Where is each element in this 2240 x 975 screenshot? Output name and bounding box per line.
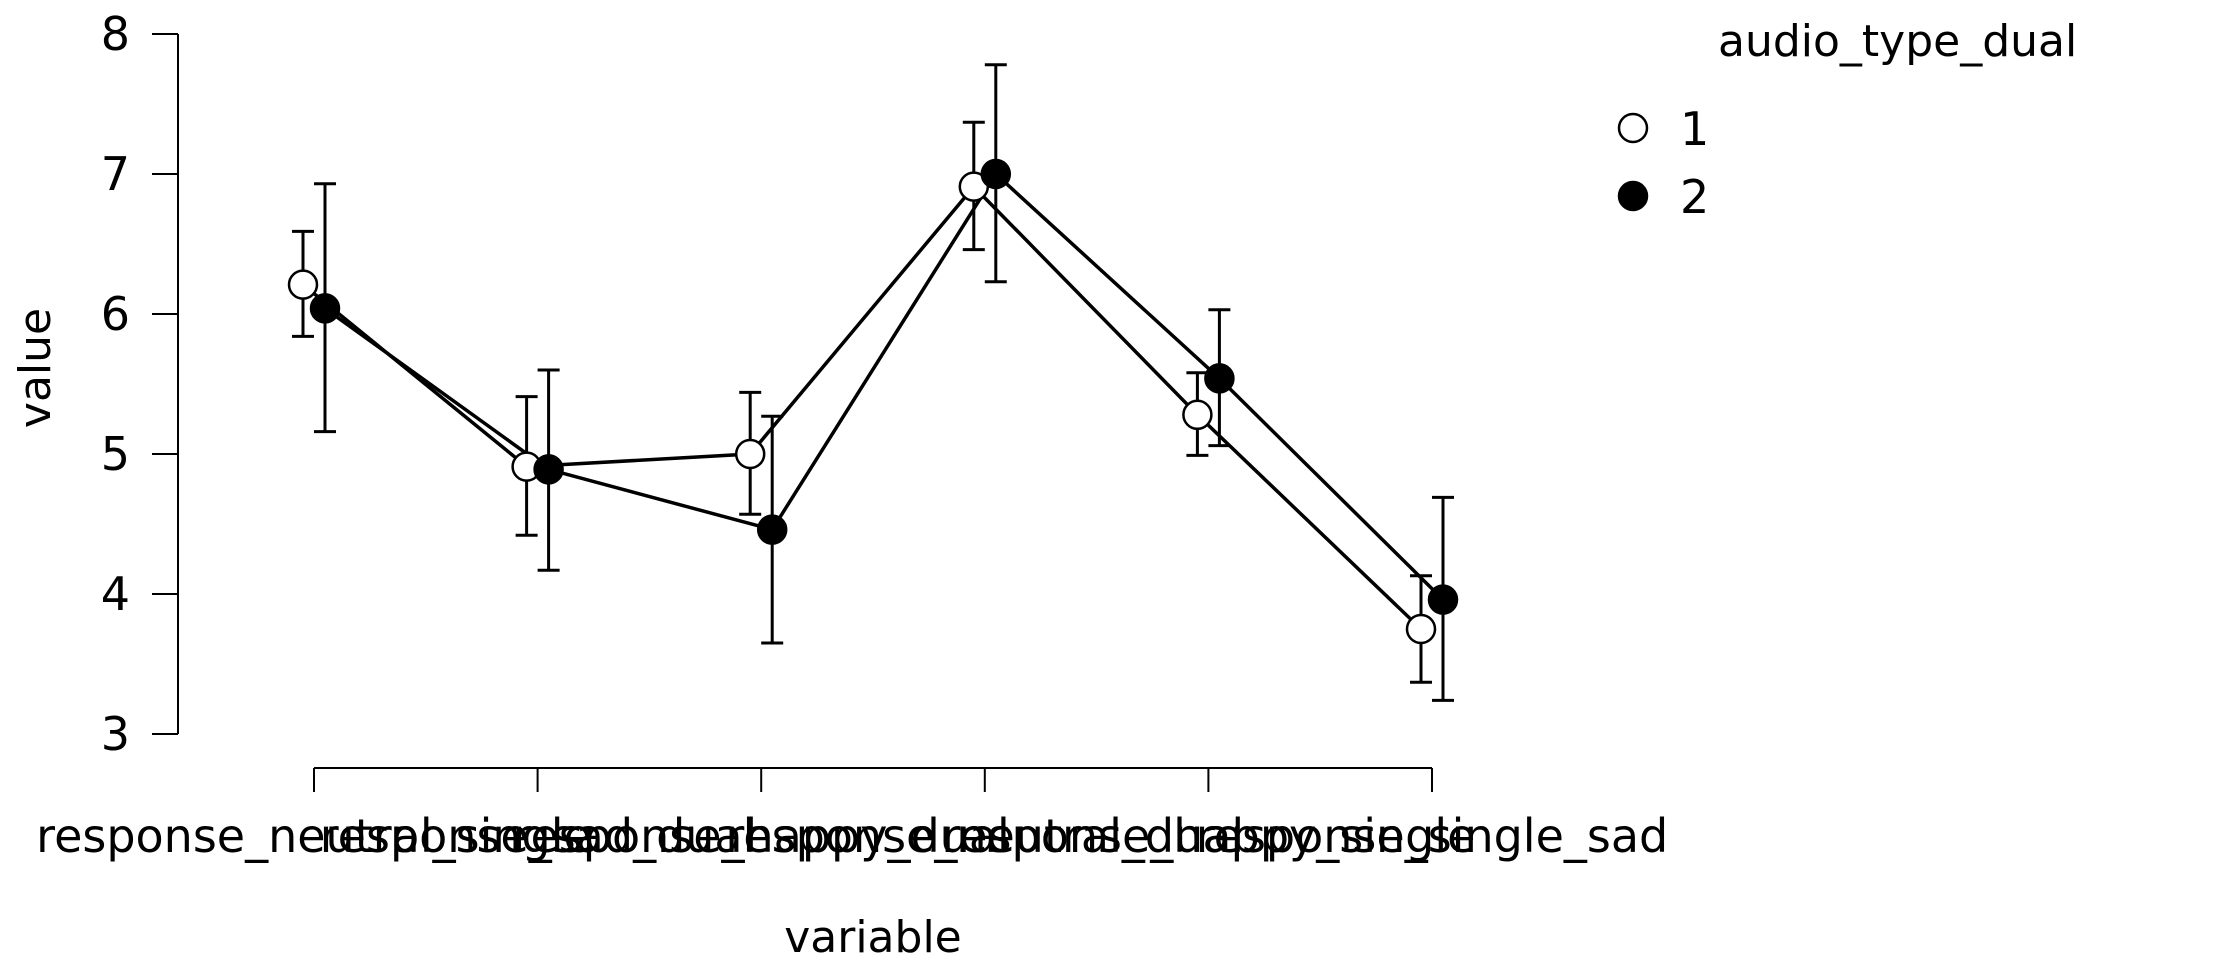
data-point — [1427, 584, 1459, 615]
series-2 — [314, 63, 1454, 702]
y-tick-label: 3 — [101, 707, 130, 761]
legend-marker — [1617, 112, 1649, 144]
x-axis: response_neutral_singleresponse_sad_dual… — [36, 767, 1668, 863]
x-tick-label: response_single_sad — [1196, 809, 1668, 863]
x-tick-label: response_happy_single — [941, 809, 1475, 863]
legend: audio_type_dual 1 2 — [1617, 16, 2077, 224]
y-tick-label: 8 — [101, 7, 130, 61]
y-tick-label: 5 — [101, 427, 130, 481]
data-point — [287, 269, 319, 300]
y-axis-label: value — [10, 308, 61, 428]
y-tick-label: 4 — [101, 567, 130, 621]
x-axis-label: variable — [784, 912, 962, 963]
series-1 — [292, 120, 1432, 684]
x-tick-label: response_neutral_single — [36, 809, 592, 863]
y-axis: 3 4 5 6 7 8 — [101, 7, 179, 761]
legend-label: 1 — [1680, 102, 1709, 156]
x-tick-label: response_neutral_dual — [725, 809, 1244, 863]
series-line — [301, 183, 1423, 631]
data-point — [309, 293, 341, 324]
data-point — [533, 454, 564, 485]
legend-label: 2 — [1680, 170, 1709, 224]
x-tick-label: response_happy_dual — [513, 809, 1010, 863]
data-point — [734, 438, 766, 470]
series-layer — [287, 63, 1459, 702]
data-point — [1182, 399, 1213, 431]
series-line — [323, 171, 1445, 601]
legend-marker — [1617, 180, 1649, 212]
data-point — [1405, 613, 1437, 645]
y-tick-label: 7 — [101, 147, 130, 201]
y-tick-label: 6 — [101, 287, 130, 341]
legend-title: audio_type_dual — [1718, 16, 2077, 67]
data-point — [756, 514, 788, 545]
data-point — [980, 158, 1012, 190]
data-point — [1204, 363, 1235, 394]
x-tick-label: response_sad_dual — [320, 809, 756, 863]
